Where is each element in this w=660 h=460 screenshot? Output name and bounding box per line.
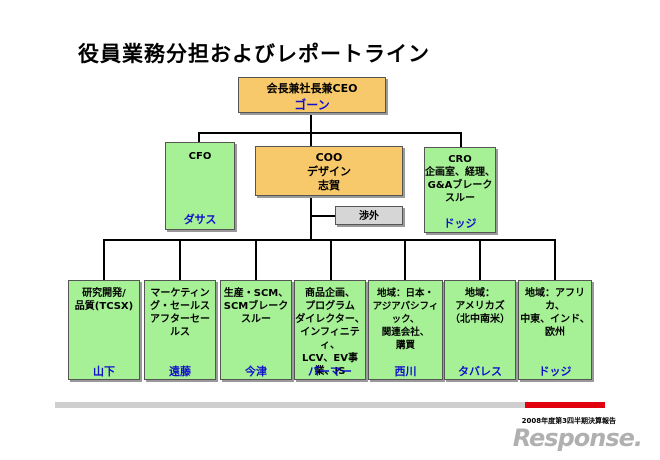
- cro-box: CRO 企画室、経理、 G&Aブレーク スルー ドッジ: [424, 147, 496, 233]
- connector-drop-3: [255, 239, 257, 280]
- connector-drop-2: [179, 239, 181, 280]
- connector-lower-horizontal: [103, 239, 556, 241]
- bottom-name: タバレス: [458, 365, 502, 378]
- bottom-role: 生産・SCM、 SCMブレーク スルー: [223, 288, 289, 325]
- bottom-name: 今津: [245, 365, 267, 378]
- connector-drop-7: [554, 239, 556, 280]
- footer-bar-gray: [55, 402, 525, 408]
- advisor-label: 渉外: [359, 211, 379, 222]
- response-watermark: Response.: [512, 424, 643, 452]
- cfo-box: CFO ダサス: [165, 142, 235, 230]
- ceo-box: 会長兼社長兼CEO ゴーン: [238, 77, 386, 113]
- bottom-role: 地域：日本・ アジアパシフィック、 関連会社、 購買: [372, 288, 439, 351]
- coo-role: COO デザイン 志賀: [307, 151, 351, 192]
- bottom-box-2: マーケティン グ・セールス アフターセー ルス 遠藤: [144, 280, 216, 380]
- bottom-role: マーケティン グ・セールス アフターセー ルス: [150, 288, 210, 338]
- bottom-name: ドッジ: [538, 365, 572, 378]
- page-title: 役員業務分担およびレポートライン: [78, 42, 430, 66]
- footer-bar-red: [525, 402, 605, 408]
- bottom-role: 地域： アメリカズ （北中南米）: [450, 288, 510, 325]
- bottom-box-5: 地域：日本・ アジアパシフィック、 関連会社、 購買 西川: [368, 280, 443, 380]
- connector-drop-4: [330, 239, 332, 280]
- ceo-role: 会長兼社長兼CEO: [266, 82, 358, 95]
- connector-drop-6: [479, 239, 481, 280]
- cro-name: ドッジ: [443, 217, 477, 230]
- cfo-role: CFO: [188, 151, 212, 162]
- connector-top-vertical: [310, 113, 312, 133]
- connector-cro-drop: [460, 132, 462, 147]
- bottom-box-7: 地域：アフリカ、 中東、インド、 欧州 ドッジ: [518, 280, 592, 380]
- cro-role: CRO 企画室、経理、 G&Aブレーク スルー: [425, 154, 495, 204]
- connector-drop-1: [103, 239, 105, 280]
- advisor-box: 渉外: [335, 206, 403, 225]
- bottom-name: 山下: [93, 365, 115, 378]
- connector-cfo-drop: [198, 132, 200, 142]
- coo-box: COO デザイン 志賀: [255, 146, 403, 196]
- bottom-name: 遠藤: [169, 365, 191, 378]
- bottom-box-4: 商品企画、 プログラム ダイレクター、 インフィニティ、 LCV、EV事 業、I…: [294, 280, 366, 380]
- bottom-box-1: 研究開発/ 品質(TCSX) 山下: [68, 280, 140, 380]
- bottom-name: 西川: [394, 365, 417, 378]
- connector-drop-5: [404, 239, 406, 280]
- bottom-role: 商品企画、 プログラム ダイレクター、 インフィニティ、 LCV、EV事 業、I…: [295, 288, 365, 377]
- connector-upper-horizontal: [198, 132, 462, 134]
- connector-advisor-link: [311, 215, 335, 217]
- bottom-box-3: 生産・SCM、 SCMブレーク スルー 今津: [220, 280, 292, 380]
- ceo-name: ゴーン: [294, 98, 330, 112]
- bottom-role: 研究開発/ 品質(TCSX): [74, 288, 134, 312]
- bottom-name: パーマー: [308, 365, 352, 378]
- footer-note: 2008年度第3四半期決算報告: [521, 417, 616, 425]
- cfo-name: ダサス: [183, 213, 217, 226]
- bottom-box-6: 地域： アメリカズ （北中南米） タバレス: [444, 280, 516, 380]
- bottom-role: 地域：アフリカ、 中東、インド、 欧州: [520, 288, 590, 338]
